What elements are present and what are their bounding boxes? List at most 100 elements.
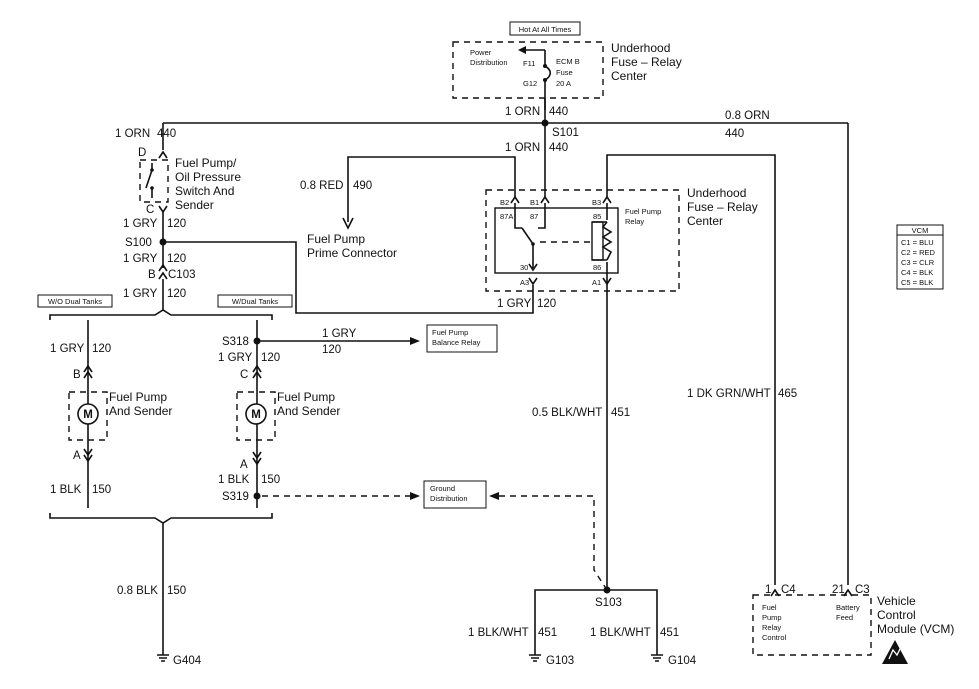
c103-symbol-top [158,263,168,272]
ground-distribution-label-2: Distribution [430,494,468,503]
switch-label-2: Oil Pressure [175,170,241,184]
a3-terminal [528,277,538,286]
vcm-name-3: Module (VCM) [877,622,954,636]
power-distribution-label-1: Power [470,48,492,57]
prime-connector-label-1: Fuel Pump [307,232,365,246]
gry-c103-label: 1 GRY [123,288,158,300]
fuse-terminal-top [543,64,547,68]
fuse-label-1: ECM B [556,57,580,66]
right-pump-motor-letter: M [251,409,261,421]
oil-pressure-switch-outline [139,159,169,203]
s319-splice [253,492,261,500]
left-pump-a-connector [83,448,93,463]
relay-85-label: 85 [593,212,601,221]
red-prime-circuit: 490 [353,180,372,192]
ground-distribution-arrow-right [489,492,499,500]
relay-87a-label: 87A [500,212,513,221]
b1-terminal [540,195,550,204]
c103-pin-label: B [148,269,156,281]
vcm-battery-feed-1: Battery [836,603,860,612]
b2-terminal [510,195,520,204]
vcm-name-1: Vehicle [877,594,916,608]
vcm-legend-c1: C1 = BLU [901,238,934,247]
vcm-legend-c3: C3 = CLR [901,258,935,267]
vcm-pin21-label: 21 [832,584,845,596]
balance-relay-arrowhead [410,337,420,345]
gry-balance-circuit: 120 [322,344,341,356]
left-pump-motor-letter: M [83,409,93,421]
vcm-c4-terminal [770,588,780,597]
s319-label: S319 [222,491,249,503]
relay-center-label-1: Underhood [687,186,746,200]
gry-a3-label: 1 GRY [497,298,532,310]
fuse-center-label-3: Center [611,69,647,83]
hot-at-all-times-box [509,21,581,36]
relay-center-label-3: Center [687,214,723,228]
connector-c-label: C [146,204,154,216]
relay-30-label: 30 [520,263,528,272]
relay-b2-label: B2 [500,198,509,207]
relay-name-2: Relay [625,217,644,226]
right-pump-label-2: And Sender [277,404,340,418]
connector-d-label: D [138,147,146,159]
vcm-relay-control-3: Relay [762,623,781,632]
vcm-legend-c5: C5 = BLK [901,278,933,287]
wo-dual-tanks-box [37,294,113,308]
right-pump-label-1: Fuel Pump [277,390,335,404]
orn-right-circuit: 440 [725,128,744,140]
blkwht-g103-label: 1 BLK/WHT [468,627,529,639]
gry-c-circuit: 120 [167,218,186,230]
right-pump-a-label: A [240,459,248,471]
orn-top-circuit: 440 [549,106,568,118]
fuse-block-outline [452,41,604,99]
g12-label: G12 [523,79,537,88]
orn-right-label: 0.8 ORN [725,110,770,122]
blkwht-a1-circuit: 451 [611,407,630,419]
vcm-c4-label: C4 [781,584,796,596]
g103-label: G103 [546,655,574,667]
g104-label: G104 [668,655,697,667]
wo-dual-tanks-label: W/O Dual Tanks [48,297,102,306]
bottom-branch-bracket [49,513,273,524]
balance-relay-label-1: Fuel Pump [432,328,468,337]
relay-a1-label: A1 [592,278,601,287]
blk-left-label: 1 BLK [50,484,82,496]
vcm-pin1-label: 1 [765,584,771,596]
relay-resistor [601,221,613,261]
switch-label-1: Fuel Pump/ [175,156,237,170]
connector-c-symbol [158,205,168,214]
prime-connector-symbol [342,217,354,230]
gry-left-pump-label: 1 GRY [50,343,85,355]
relay-coil [591,221,604,261]
vcm-legend-c2: C2 = RED [901,248,936,257]
blkwht-g103-circuit: 451 [538,627,557,639]
blkwht-g104-circuit: 451 [660,627,679,639]
g404-ground-icon [157,654,169,662]
relay-87-label: 87 [530,212,538,221]
orn-relay-circuit: 440 [549,142,568,154]
balance-relay-label-2: Balance Relay [432,338,481,347]
blkwht-a1-label: 0.5 BLK/WHT [532,407,602,419]
blk-ground-label: 0.8 BLK [117,585,158,597]
relay-name-1: Fuel Pump [625,207,661,216]
s101-label: S101 [552,127,579,139]
s103-label: S103 [595,597,622,609]
top-branch-bracket [49,309,273,320]
gry-c-label: 1 GRY [123,218,158,230]
dkgrn-label: 1 DK GRN/WHT [687,388,771,400]
b3-terminal [602,195,612,204]
blk-right-label: 1 BLK [218,474,250,486]
gry-s100-label: 1 GRY [123,253,158,265]
w-dual-tanks-box [217,294,293,308]
orn-left-circuit: 440 [157,128,176,140]
vcm-c3-label: C3 [855,584,870,596]
g103-ground-icon [529,654,541,662]
gry-s100-circuit: 120 [167,253,186,265]
relay-coil-bus [592,221,607,261]
vcm-outline [752,594,872,656]
gry-right-pump-label: 1 GRY [218,352,253,364]
power-distribution-label-2: Distribution [470,58,508,67]
dkgrn-circuit: 465 [778,388,797,400]
f11-label: F11 [523,59,535,68]
